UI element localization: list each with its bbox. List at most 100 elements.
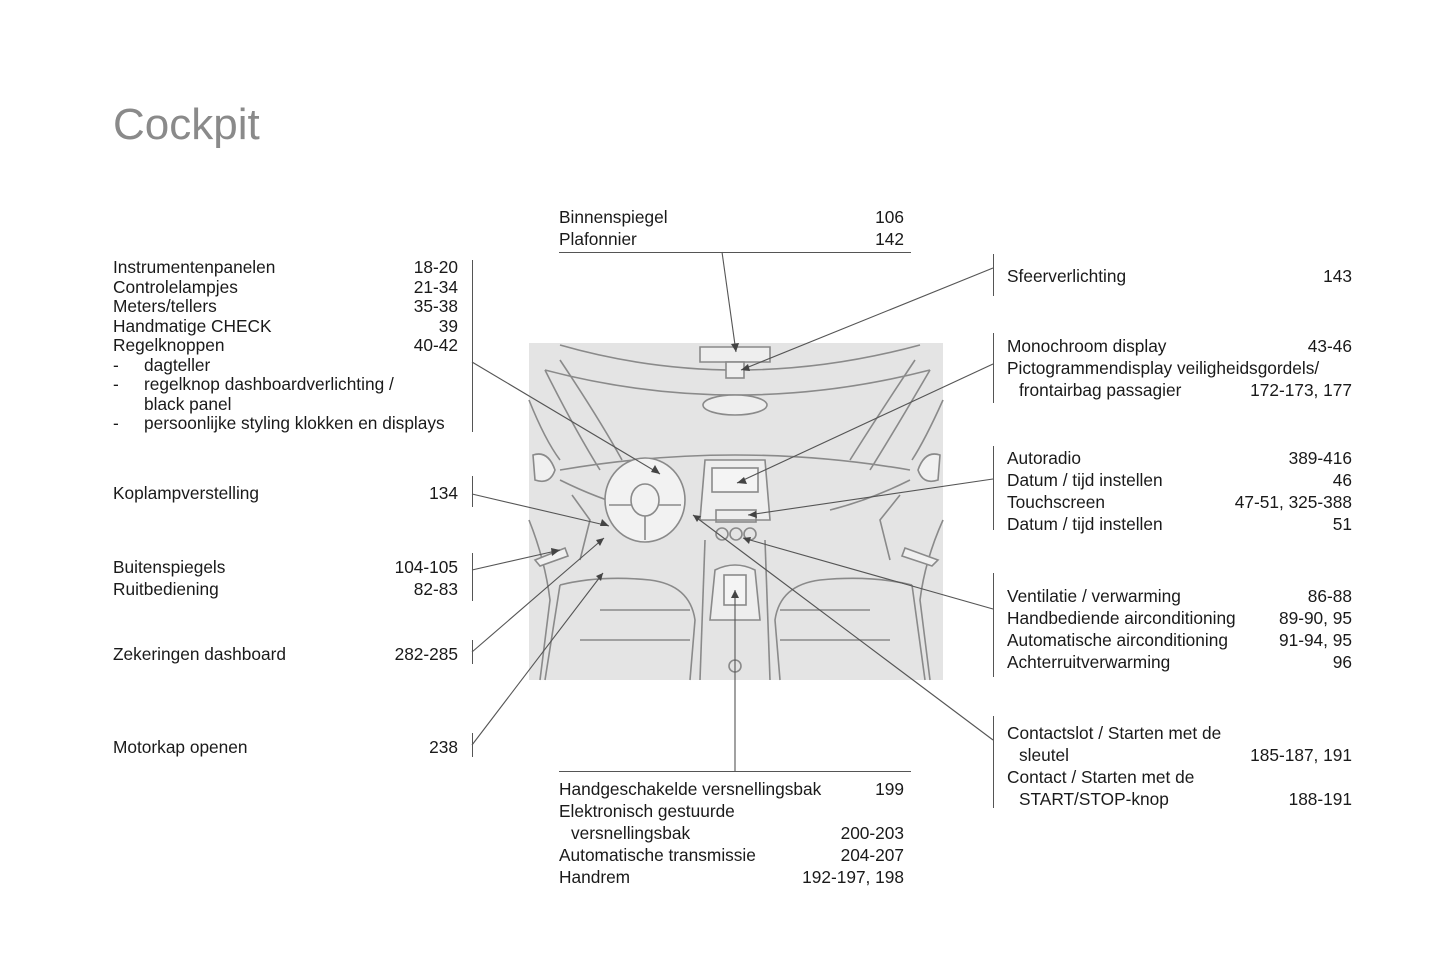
item-label: Autoradio	[1007, 448, 1081, 468]
page-reference: 106	[875, 207, 904, 227]
page-reference: 134	[429, 483, 458, 503]
item-label: Datum / tijd instellen	[1007, 514, 1163, 534]
list-item: Contact / Starten met de	[1007, 766, 1352, 788]
item-label: Plafonnier	[559, 229, 637, 249]
item-label: Sfeerverlichting	[1007, 266, 1127, 286]
item-label: Achterruitverwarming	[1007, 652, 1171, 672]
item-label: Datum / tijd instellen	[1007, 470, 1163, 490]
headlamp-bracket	[472, 476, 473, 507]
item-label: Handgeschakelde versnellingsbak	[559, 779, 822, 799]
item-label: regelknop dashboardverlichting /	[144, 374, 394, 394]
list-item: Pictogrammendisplay veiligheidsgordels/	[1007, 357, 1352, 379]
list-item: Koplampverstelling 134	[113, 483, 458, 503]
item-label: sleutel	[1019, 745, 1069, 765]
page-reference: 47-51, 325-388	[1234, 492, 1352, 512]
headlamp-list: Koplampverstelling 134	[113, 483, 458, 503]
item-label: Buitenspiegels	[113, 557, 226, 577]
mirrors-bracket	[472, 553, 473, 601]
page-reference: 96	[1332, 652, 1352, 672]
item-label: Koplampverstelling	[113, 483, 260, 503]
list-item: Handmatige CHECK 39	[113, 315, 458, 337]
item-label: Elektronisch gestuurde	[559, 801, 735, 821]
list-item: - regelknop dashboardverlichting /	[113, 374, 458, 395]
list-item: Instrumentenpanelen 18-20	[113, 257, 458, 278]
list-item: Touchscreen 47-51, 325-388	[1007, 491, 1352, 513]
page-reference: 142	[875, 229, 904, 249]
page-reference: 86-88	[1307, 586, 1352, 606]
page-reference: 199	[875, 779, 904, 799]
item-label: dagteller	[144, 354, 211, 375]
climate-bracket	[993, 573, 994, 677]
page-reference: 192-197, 198	[802, 867, 904, 887]
item-label: Ventilatie / verwarming	[1007, 586, 1181, 606]
item-label: Automatische airconditioning	[1007, 630, 1228, 650]
list-item: sleutel 185-187, 191	[1007, 744, 1352, 766]
page-reference: 185-187, 191	[1250, 745, 1352, 765]
list-item: Datum / tijd instellen 51	[1007, 513, 1352, 535]
ignition-bracket	[993, 716, 994, 808]
top-bracket	[559, 252, 911, 253]
list-item: Motorkap openen 238	[113, 737, 458, 757]
bullet-dash: -	[113, 413, 119, 433]
item-label: frontairbag passagier	[1019, 380, 1182, 400]
fuses-list: Zekeringen dashboard 282-285	[113, 644, 458, 664]
bottom-bracket	[559, 771, 911, 772]
page-reference: 51	[1332, 514, 1352, 534]
display-bracket	[993, 333, 994, 403]
list-item: Achterruitverwarming 96	[1007, 651, 1352, 673]
list-item: Buitenspiegels 104-105	[113, 556, 458, 578]
item-label: Instrumentenpanelen	[113, 257, 276, 277]
list-item: Controlelampjes 21-34	[113, 276, 458, 298]
page-reference: 188-191	[1288, 789, 1352, 809]
page-reference: 204-207	[840, 845, 904, 865]
page-reference: 18-20	[413, 257, 458, 277]
item-label: Touchscreen	[1007, 492, 1105, 512]
list-item: black panel	[113, 394, 458, 415]
item-label: START/STOP-knop	[1019, 789, 1169, 809]
list-item: Sfeerverlichting 143	[1007, 265, 1352, 287]
page-reference: 39	[438, 315, 458, 336]
item-label: Regelknoppen	[113, 335, 225, 355]
page-reference: 21-34	[413, 276, 458, 297]
page-reference: 104-105	[394, 557, 458, 577]
page-reference: 200-203	[840, 823, 904, 843]
ambient-bracket	[993, 254, 994, 296]
list-item: Plafonnier 142	[559, 228, 904, 250]
page-reference: 82-83	[413, 579, 458, 599]
page-reference: 143	[1323, 266, 1352, 286]
item-label: Zekeringen dashboard	[113, 644, 286, 664]
list-item: -persoonlijke styling klokken en display…	[113, 413, 458, 434]
item-label: Controlelampjes	[113, 276, 238, 297]
page-reference: 43-46	[1307, 336, 1352, 356]
item-label: Contact / Starten met de	[1007, 767, 1195, 787]
bullet-dash: -	[113, 374, 119, 394]
list-item: - dagteller	[113, 354, 458, 376]
page-reference: 35-38	[413, 296, 458, 316]
item-label: Pictogrammendisplay veiligheidsgordels/	[1007, 358, 1320, 378]
list-item: Datum / tijd instellen 46	[1007, 469, 1352, 491]
page-reference: 238	[429, 737, 458, 757]
page-reference: 46	[1332, 470, 1352, 490]
item-label: Motorkap openen	[113, 737, 248, 757]
page-reference: 282-285	[394, 644, 458, 664]
bullet-dash: -	[113, 354, 119, 375]
item-label: Handmatige CHECK	[113, 315, 272, 336]
bonnet-list: Motorkap openen 238	[113, 737, 458, 757]
